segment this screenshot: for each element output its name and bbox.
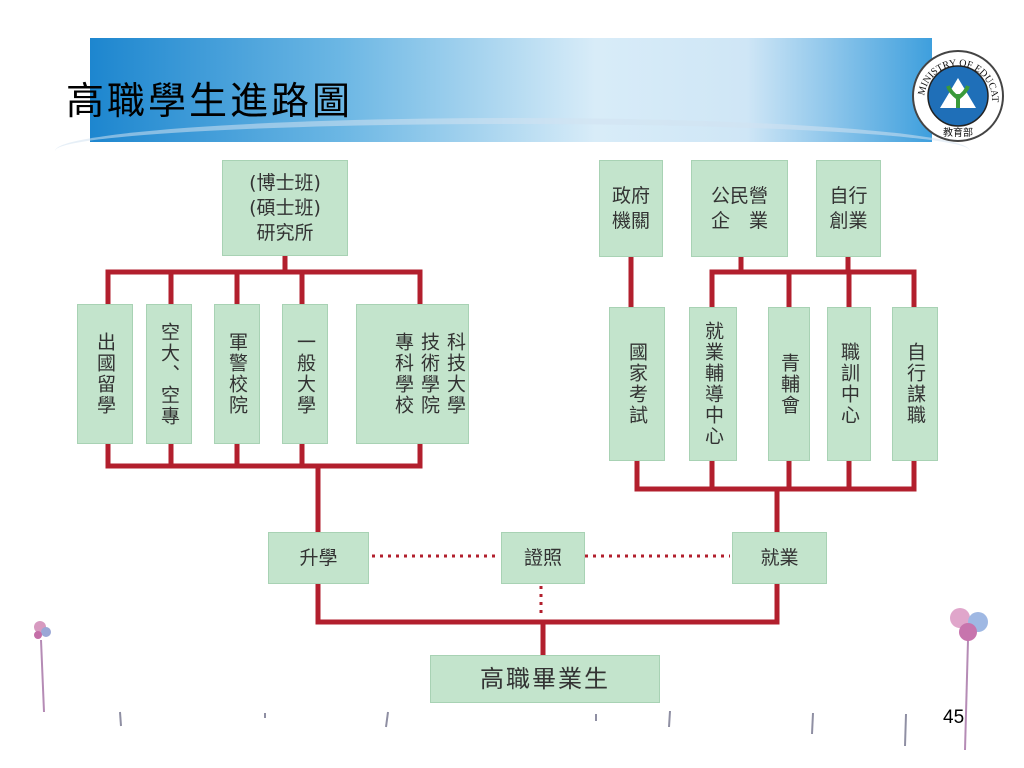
box-national-exam: 國家考試: [609, 307, 665, 461]
box-tech-group: 科技大學 技術學院 專科學校: [356, 304, 469, 444]
box-public-private-enterprise: 公民營 企 業: [691, 160, 788, 257]
label-junior-college: 專科學校: [392, 332, 414, 416]
box-vocational-training-center: 職訓中心: [827, 307, 871, 461]
decorative-flower-left: [34, 621, 51, 713]
label-tech-college: 技術學院: [418, 332, 440, 416]
box-graduate-school: (博士班) (碩士班) 研究所: [222, 160, 348, 256]
box-general-university: 一般大學: [282, 304, 328, 444]
box-further-study: 升學: [268, 532, 369, 584]
ministry-of-education-logo: MINISTRY OF EDUCATION 教育部: [910, 48, 1004, 142]
header-swoosh: [55, 118, 970, 184]
label-tech-university: 科技大學: [444, 332, 466, 416]
box-government: 政府 機關: [599, 160, 663, 257]
box-vocational-graduates: 高職畢業生: [430, 655, 660, 703]
box-open-university: 空大、空專: [146, 304, 192, 444]
box-study-abroad: 出國留學: [77, 304, 133, 444]
page-number: 45: [943, 707, 965, 728]
box-employment-service-center: 就業輔導中心: [689, 307, 737, 461]
box-military-police-schools: 軍警校院: [214, 304, 260, 444]
page-title: 高職學生進路圖: [66, 79, 354, 123]
box-youth-counseling: 青輔會: [768, 307, 810, 461]
box-self-startup: 自行 創業: [816, 160, 881, 257]
box-employment: 就業: [732, 532, 827, 584]
decorative-grass: [119, 710, 907, 747]
box-license: 證照: [501, 532, 585, 584]
decorative-flower-right: [950, 608, 988, 751]
box-self-job-seeking: 自行謀職: [892, 307, 938, 461]
logo-subtext: 教育部: [943, 126, 973, 139]
